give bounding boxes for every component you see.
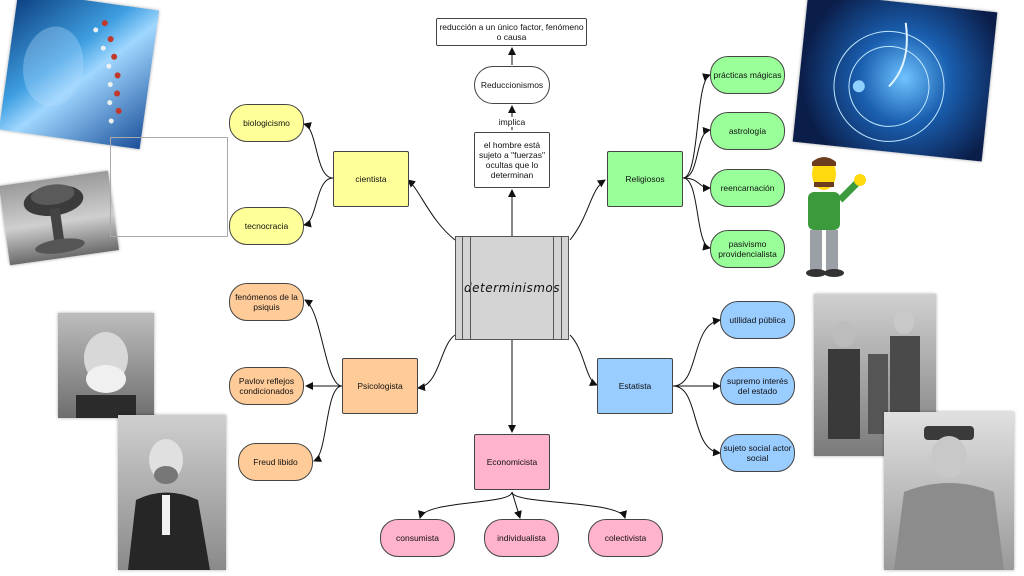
- freud-node: Freud libido: [238, 443, 313, 481]
- zodiac-wheel-icon: [833, 22, 945, 142]
- mushroom-cloud-photo: [0, 170, 120, 266]
- freud-label: Freud libido: [253, 457, 298, 467]
- economicista-node: Economicista: [474, 434, 550, 490]
- utilidad-publica-label: utilidad pública: [729, 315, 786, 325]
- religiosos-label: Religiosos: [625, 174, 665, 184]
- fenomenos-psiquis-node: fenómenos de la psiquis: [229, 283, 304, 321]
- tecnocracia-node: tecnocracia: [229, 207, 304, 245]
- reduccionismos-node: Reduccionismos: [474, 66, 550, 104]
- tecnocracia-label: tecnocracia: [244, 221, 289, 231]
- colectivista-label: colectivista: [604, 533, 647, 543]
- center-left-bar: [462, 237, 471, 339]
- reencarnacion-label: reencarnación: [720, 183, 775, 193]
- empty-frame: [110, 137, 228, 237]
- dna-face-photo: [0, 0, 160, 150]
- supremo-interes-node: supremo interés del estado: [720, 367, 795, 405]
- individualista-node: individualista: [484, 519, 559, 557]
- consumista-label: consumista: [396, 533, 439, 543]
- hidden-forces-text: el hombre está sujeto a "fuerzas" oculta…: [478, 140, 546, 180]
- psicologista-label: Psicologista: [357, 381, 403, 391]
- cientista-node: cientista: [333, 151, 409, 207]
- sujeto-social-label: sujeto social actor social: [723, 443, 792, 463]
- consumista-node: consumista: [380, 519, 455, 557]
- religiosos-node: Religiosos: [607, 151, 683, 207]
- stalin-portrait: [884, 412, 1014, 570]
- astrology-galaxy-image: [792, 0, 998, 162]
- utilidad-publica-node: utilidad pública: [720, 301, 795, 339]
- biologicismo-label: biologicismo: [243, 118, 290, 128]
- reduction-definition-box: reducción a un único factor, fenómeno o …: [436, 18, 587, 46]
- practicas-magicas-label: prácticas mágicas: [713, 70, 782, 80]
- psicologista-node: Psicologista: [342, 358, 418, 414]
- cartoon-character: [800, 152, 872, 278]
- freud-portrait: [118, 415, 226, 570]
- estatista-label: Estatista: [618, 381, 652, 391]
- estatista-node: Estatista: [597, 358, 673, 414]
- soldiers-icon: [828, 310, 920, 439]
- pasivismo-node: pasivismo providencialista: [710, 230, 785, 268]
- hidden-forces-note: el hombre está sujeto a "fuerzas" oculta…: [474, 132, 550, 188]
- pavlov-label: Pavlov reflejos condicionados: [238, 376, 295, 396]
- implica-link-label: implica: [490, 117, 534, 127]
- dna-helix-icon: [23, 20, 122, 124]
- economicista-label: Economicista: [486, 457, 538, 467]
- individualista-label: individualista: [497, 533, 546, 543]
- dictators-photo: [814, 294, 936, 456]
- cientista-label: cientista: [355, 174, 387, 184]
- astrologia-node: astrología: [710, 112, 785, 150]
- reduction-definition-text: reducción a un único factor, fenómeno o …: [439, 22, 584, 42]
- explosion-icon: [23, 184, 85, 254]
- biologicismo-node: biologicismo: [229, 104, 304, 142]
- supremo-interes-label: supremo interés del estado: [727, 376, 788, 396]
- determinismos-label: determinismos: [463, 281, 561, 295]
- cartoon-man-icon: [806, 157, 866, 277]
- practicas-magicas-node: prácticas mágicas: [710, 56, 785, 94]
- portrait-icon: [894, 426, 1004, 570]
- portrait-icon: [76, 332, 136, 418]
- portrait-icon: [128, 439, 210, 570]
- fenomenos-psiquis-label: fenómenos de la psiquis: [235, 292, 298, 312]
- sujeto-social-node: sujeto social actor social: [720, 434, 795, 472]
- pavlov-node: Pavlov reflejos condicionados: [229, 367, 304, 405]
- determinismos-center-node: determinismos: [455, 236, 569, 340]
- pavlov-portrait: [58, 313, 154, 418]
- center-right-bar: [553, 237, 562, 339]
- colectivista-node: colectivista: [588, 519, 663, 557]
- reencarnacion-node: reencarnación: [710, 169, 785, 207]
- pasivismo-label: pasivismo providencialista: [718, 239, 777, 259]
- reduccionismos-label: Reduccionismos: [480, 80, 544, 90]
- astrologia-label: astrología: [728, 126, 767, 136]
